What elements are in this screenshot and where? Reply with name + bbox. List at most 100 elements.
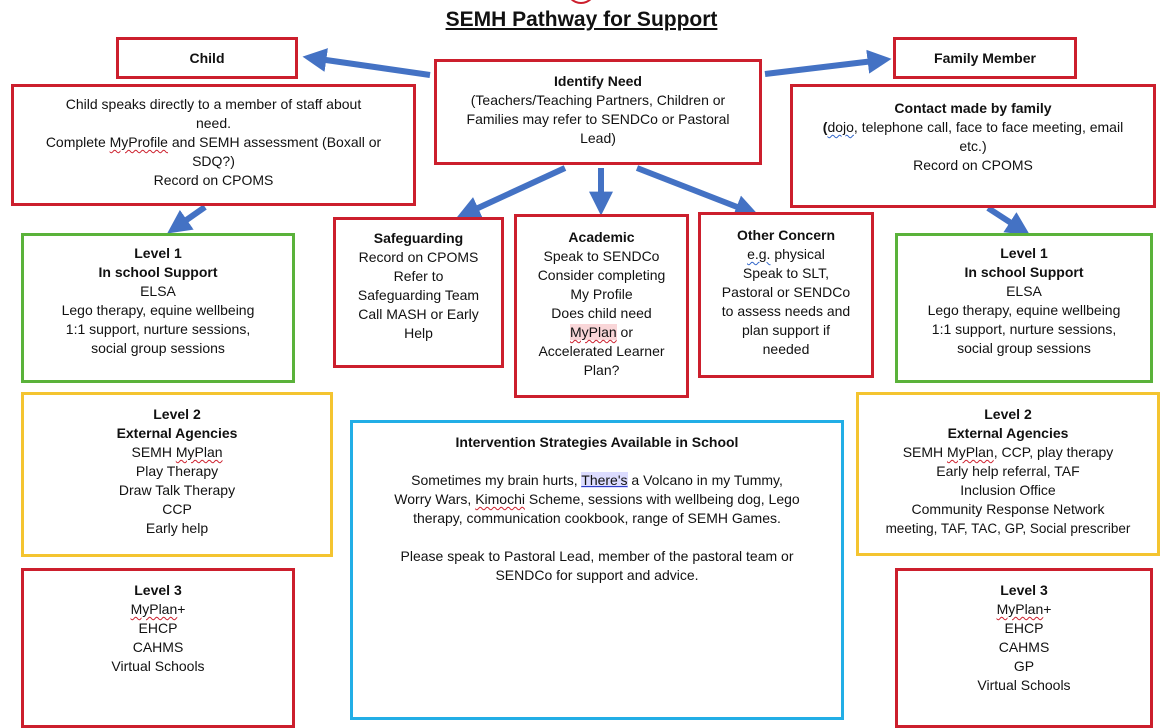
dojo-term: dojo — [827, 119, 854, 135]
myplan-term: MyPlan — [130, 601, 178, 617]
arrow-to-safeguarding — [456, 165, 567, 219]
interventions-line: SENDCo for support and advice. — [495, 567, 699, 583]
level3-title: Level 3 — [134, 582, 182, 598]
theres-term: There's — [581, 472, 628, 488]
other-concern-line: e.g. physical — [747, 245, 825, 264]
level1-line: 1:1 support, nurture sessions, — [65, 321, 251, 337]
level3-line: MyPlan+ — [131, 600, 186, 619]
level3-line: Virtual Schools — [977, 677, 1071, 693]
level1-title: Level 1 — [134, 245, 182, 261]
safeguarding-line: Record on CPOMS — [358, 249, 479, 265]
myplan-term: MyPlan — [175, 444, 223, 460]
level1-line: social group sessions — [91, 340, 225, 356]
safeguarding-line: Safeguarding Team — [357, 287, 480, 303]
text-fragment: , CCP, play therapy — [993, 444, 1114, 460]
academic-line: Consider completing — [537, 267, 666, 283]
text-fragment: Complete — [45, 134, 110, 150]
interventions-line: Please speak to Pastoral Lead, member of… — [400, 548, 794, 564]
level3-line: EHCP — [138, 620, 178, 636]
text-fragment: and SEMH assessment (Boxall or — [167, 134, 382, 150]
child-label: Child — [189, 49, 225, 66]
identify-need-box: Identify Need (Teachers/Teaching Partner… — [434, 59, 762, 165]
myplan-term: MyPlan — [947, 444, 994, 460]
arrow-to-right-level1 — [986, 205, 1031, 236]
text-fragment: ( — [822, 119, 828, 135]
academic-line: My Profile — [570, 286, 633, 302]
academic-title: Academic — [568, 229, 635, 245]
academic-box: Academic Speak to SENDCo Consider comple… — [514, 214, 689, 398]
myplan-term: MyPlan — [569, 324, 617, 340]
level1-line: Lego therapy, equine wellbeing — [61, 302, 255, 318]
child-detail-box: Child speaks directly to a member of sta… — [11, 84, 416, 206]
identify-need-line: Families may refer to SENDCo or Pastoral — [466, 111, 730, 127]
arrow-to-family — [764, 49, 892, 77]
level2-line: Inclusion Office — [960, 482, 1056, 498]
interventions-line: Sometimes my brain hurts, There's a Volc… — [411, 471, 783, 490]
other-concern-line: Speak to SLT, — [742, 265, 830, 281]
safeguarding-line: Refer to — [393, 268, 444, 284]
safeguarding-line: Help — [404, 325, 433, 341]
level2-line: Early help referral, TAF — [936, 463, 1080, 479]
level1-subtitle: In school Support — [98, 264, 218, 280]
level2-subtitle: External Agencies — [947, 425, 1069, 441]
level3-title: Level 3 — [1000, 582, 1048, 598]
child-detail-line: need. — [195, 115, 232, 131]
child-detail-line: Child speaks directly to a member of sta… — [65, 96, 362, 112]
level2-title: Level 2 — [153, 406, 201, 422]
other-concern-line: Pastoral or SENDCo — [721, 284, 851, 300]
child-detail-line: Complete MyProfile and SEMH assessment (… — [46, 133, 381, 152]
right-level2-box: Level 2 External Agencies SEMH MyPlan, C… — [856, 392, 1160, 556]
other-concern-line: to assess needs and — [721, 303, 851, 319]
text-fragment: , telephone call, face to face meeting, … — [853, 119, 1124, 135]
text-fragment: SEMH — [131, 444, 176, 460]
level3-line: CAHMS — [998, 639, 1050, 655]
level2-line: meeting, TAF, TAC, GP, Social prescriber — [885, 521, 1131, 536]
safeguarding-title: Safeguarding — [373, 230, 464, 246]
text-fragment: + — [1043, 601, 1052, 617]
level1-line: ELSA — [1006, 283, 1042, 299]
level2-line: CCP — [162, 501, 192, 517]
family-detail-title: Contact made by family — [894, 100, 1052, 116]
child-detail-line: Record on CPOMS — [153, 172, 274, 188]
level3-line: CAHMS — [132, 639, 184, 655]
level3-line: Virtual Schools — [111, 658, 205, 674]
level3-line: MyPlan+ — [997, 600, 1052, 619]
child-box: Child — [116, 37, 298, 79]
academic-line: Does child need — [551, 305, 652, 321]
kimochi-term: Kimochi — [475, 491, 525, 507]
family-detail-box: Contact made by family (dojo, telephone … — [790, 84, 1156, 208]
identify-need-title: Identify Need — [554, 73, 642, 89]
text-fragment: + — [177, 601, 186, 617]
family-member-box: Family Member — [893, 37, 1077, 79]
right-level1-box: Level 1 In school Support ELSA Lego ther… — [895, 233, 1153, 383]
interventions-title: Intervention Strategies Available in Sch… — [455, 434, 739, 450]
myplan-term: MyPlan — [996, 601, 1044, 617]
family-member-label: Family Member — [934, 49, 1036, 66]
text-fragment: Sometimes my brain hurts, — [411, 472, 582, 488]
academic-line: Accelerated Learner — [538, 343, 665, 359]
left-level3-box: Level 3 MyPlan+ EHCP CAHMS Virtual Schoo… — [21, 568, 295, 728]
safeguarding-box: Safeguarding Record on CPOMS Refer to Sa… — [333, 217, 504, 368]
left-level1-box: Level 1 In school Support ELSA Lego ther… — [21, 233, 295, 383]
academic-line: MyPlan or — [569, 323, 634, 342]
level2-line: Community Response Network — [911, 501, 1105, 517]
left-level2-box: Level 2 External Agencies SEMH MyPlan Pl… — [21, 392, 333, 557]
level2-line: Early help — [145, 520, 209, 536]
level2-line: Draw Talk Therapy — [118, 482, 236, 498]
level2-title: Level 2 — [984, 406, 1032, 422]
level2-line: Play Therapy — [135, 463, 219, 479]
academic-line: Speak to SENDCo — [543, 248, 660, 264]
arrow-to-other — [635, 165, 759, 218]
level2-line: SEMH MyPlan — [131, 443, 222, 462]
text-fragment: or — [616, 324, 634, 340]
level1-subtitle: In school Support — [964, 264, 1084, 280]
level1-title: Level 1 — [1000, 245, 1048, 261]
identify-need-line: (Teachers/Teaching Partners, Children or — [470, 92, 726, 108]
family-detail-line: etc.) — [959, 138, 987, 154]
eg-term: e.g. — [747, 246, 771, 262]
level3-line: GP — [1013, 658, 1035, 674]
identify-need-line: Lead) — [580, 130, 616, 146]
level1-line: social group sessions — [957, 340, 1091, 356]
level2-line: SEMH MyPlan, CCP, play therapy — [903, 443, 1114, 462]
